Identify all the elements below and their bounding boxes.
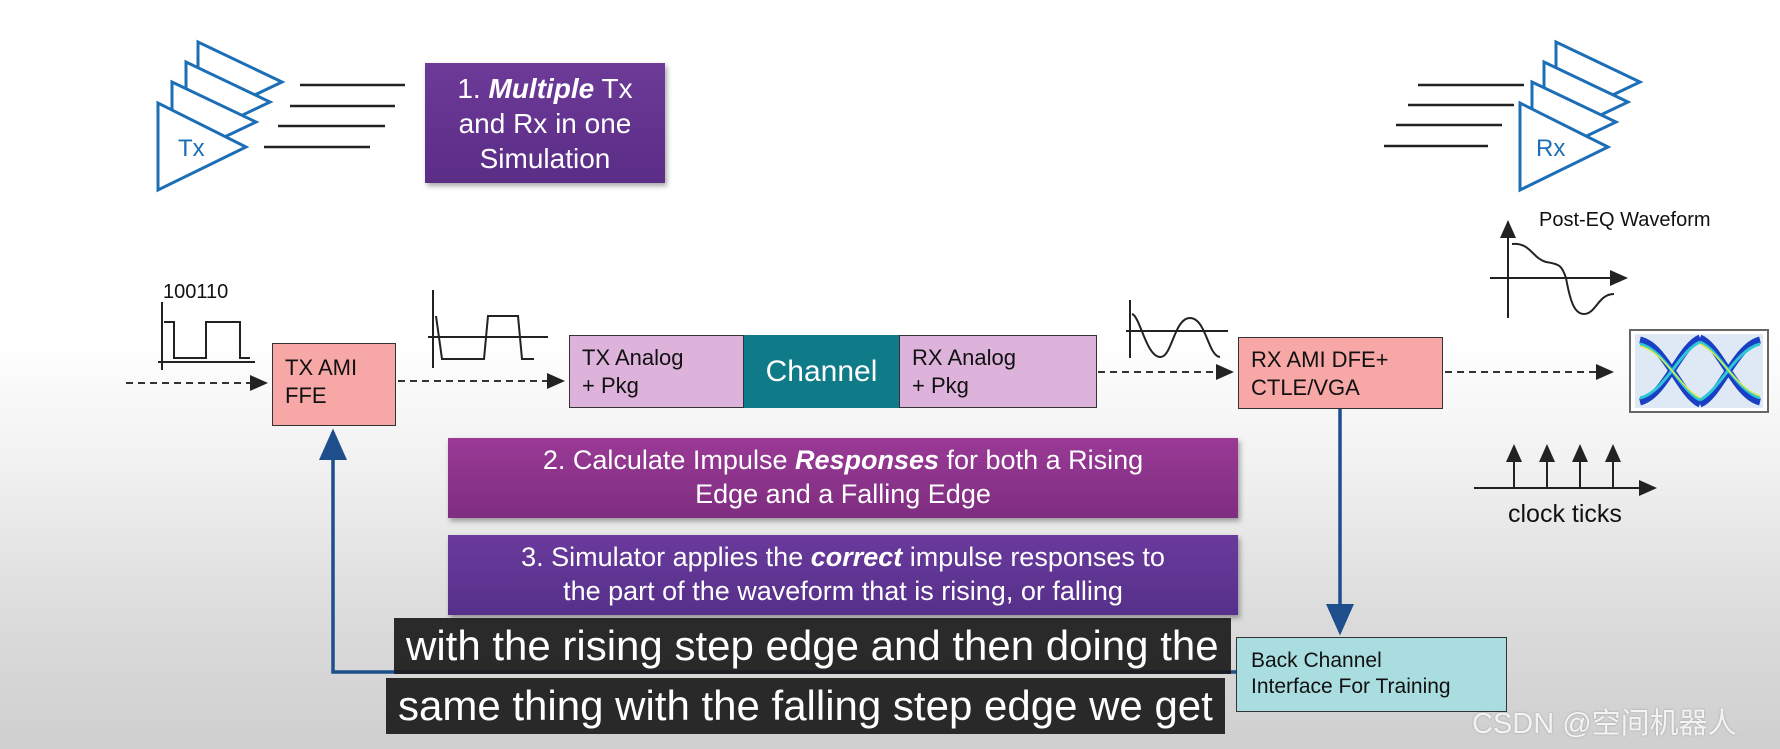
rx-receiver-icon xyxy=(1518,39,1644,193)
callout3-emphasis: correct xyxy=(810,542,903,573)
rx-input-lines xyxy=(1384,83,1524,148)
post-eq-label: Post-EQ Waveform xyxy=(1539,209,1711,231)
tx-ami-line1: TX AMI xyxy=(285,355,358,380)
callout1-line3: Simulation xyxy=(479,142,611,174)
bit-pattern-label: 100110 xyxy=(163,281,229,303)
callout2-pre: 2. Calculate Impulse xyxy=(542,445,795,476)
callout3-post: impulse responses to xyxy=(902,542,1165,573)
callout-multiple-tx-rx: 1. Multiple Tx and Rx in one Simulation xyxy=(425,63,665,183)
callout2-emphasis: Responses xyxy=(794,445,940,476)
watermark: CSDN @空间机器人 xyxy=(1472,708,1737,740)
rx-analog-line2: + Pkg xyxy=(912,372,969,398)
post-eq-waveform xyxy=(1490,220,1628,318)
tx-analog-pkg-block: TX Analog + Pkg xyxy=(569,335,744,408)
callout1-line2: and Rx in one xyxy=(458,107,632,139)
back-channel-line2: Interface For Training xyxy=(1251,675,1451,699)
back-channel-line1: Back Channel xyxy=(1251,649,1382,672)
clock-ticks-icon xyxy=(1474,444,1657,496)
rx-analog-pkg-block: RX Analog + Pkg xyxy=(899,335,1097,408)
callout2-line2: Edge and a Falling Edge xyxy=(695,479,991,509)
callout-impulse-responses: 2. Calculate Impulse Responses for both … xyxy=(448,438,1238,518)
signal-path xyxy=(126,364,1614,391)
callout2-post: for both a Rising xyxy=(939,445,1144,476)
callout1-num: 1. xyxy=(457,72,489,104)
rx-label: Rx xyxy=(1536,135,1566,162)
callout-simulator-applies: 3. Simulator applies the correct impulse… xyxy=(448,535,1238,615)
tx-ami-ffe-block: TX AMI FFE xyxy=(272,343,396,426)
rx-ami-line2: CTLE/VGA xyxy=(1251,374,1360,400)
callout3-line2: the part of the waveform that is rising,… xyxy=(563,576,1123,606)
clock-ticks-label: clock ticks xyxy=(1508,500,1622,528)
subtitle-line2: same thing with the falling step edge we… xyxy=(386,678,1225,734)
channel-output-waveform xyxy=(1126,300,1228,358)
tx-output-lines xyxy=(264,83,405,149)
callout1-emphasis: Multiple xyxy=(488,72,595,104)
tx-analog-line2: + Pkg xyxy=(582,372,639,398)
input-bit-waveform xyxy=(158,302,255,370)
tx-output-waveform xyxy=(428,290,548,368)
rx-ami-dfe-block: RX AMI DFE+ CTLE/VGA xyxy=(1238,337,1443,409)
rx-ami-line1: RX AMI DFE+ xyxy=(1251,347,1389,372)
subtitle-line1: with the rising step edge and then doing… xyxy=(394,618,1231,674)
tx-driver-icon xyxy=(156,39,286,193)
tx-ami-line2: FFE xyxy=(285,382,327,408)
callout3-pre: 3. Simulator applies the xyxy=(521,542,811,573)
rx-analog-line1: RX Analog xyxy=(912,345,1016,370)
eye-diagram-icon xyxy=(1629,329,1769,413)
callout1-rest: Tx xyxy=(594,72,633,104)
tx-label: Tx xyxy=(178,135,205,162)
tx-analog-line1: TX Analog xyxy=(582,345,684,370)
channel-block: Channel xyxy=(744,335,899,408)
back-channel-block: Back Channel Interface For Training xyxy=(1236,637,1507,712)
